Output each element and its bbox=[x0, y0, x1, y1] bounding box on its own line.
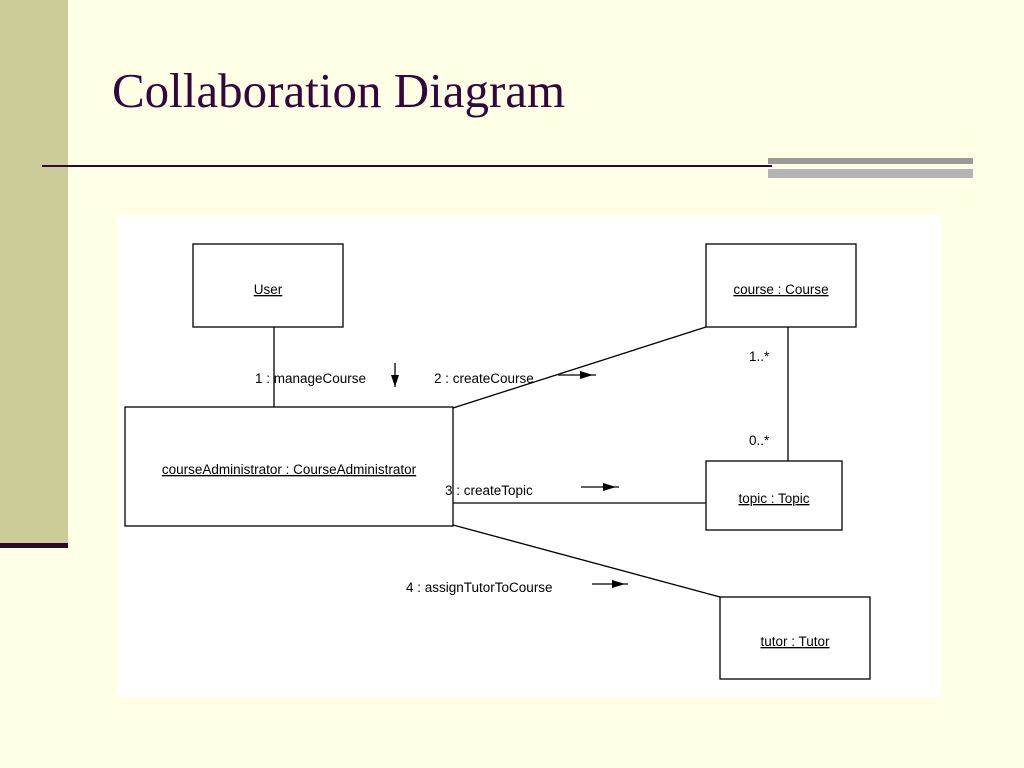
link-admin-course bbox=[452, 326, 707, 409]
object-course: course : Course bbox=[733, 282, 828, 297]
collaboration-diagram: User course : Course courseAdministrator… bbox=[124, 243, 871, 680]
object-box-tutor bbox=[719, 596, 871, 680]
diagram-panel: User course : Course courseAdministrator… bbox=[118, 215, 941, 697]
message-create-course: 2 : createCourse bbox=[434, 371, 534, 386]
object-box-course bbox=[705, 243, 857, 328]
side-accent-bar-base bbox=[0, 543, 68, 548]
object-course-administrator: courseAdministrator : CourseAdministrato… bbox=[162, 462, 417, 477]
arrow-right-icon bbox=[581, 483, 619, 491]
multiplicity-topic-end: 0..* bbox=[749, 433, 770, 448]
object-topic: topic : Topic bbox=[738, 491, 809, 506]
arrow-down-icon bbox=[391, 363, 399, 387]
slide-title: Collaboration Diagram bbox=[112, 63, 566, 118]
arrow-right-icon bbox=[592, 580, 628, 588]
object-box-administrator bbox=[124, 406, 454, 527]
side-accent-bar bbox=[0, 0, 68, 545]
title-underline bbox=[42, 165, 772, 167]
multiplicity-course-end: 1..* bbox=[749, 349, 770, 364]
message-create-topic: 3 : createTopic bbox=[445, 483, 533, 498]
message-assign-tutor: 4 : assignTutorToCourse bbox=[406, 580, 553, 595]
arrow-right-icon bbox=[558, 371, 596, 379]
object-box-user bbox=[192, 243, 344, 328]
decorative-bar-light bbox=[768, 169, 973, 178]
object-tutor: tutor : Tutor bbox=[760, 634, 830, 649]
message-manage-course: 1 : manageCourse bbox=[255, 371, 366, 386]
object-user: User bbox=[254, 282, 283, 297]
link-admin-tutor bbox=[452, 524, 721, 598]
object-box-topic bbox=[705, 460, 843, 531]
decorative-bar-dark bbox=[768, 158, 973, 164]
